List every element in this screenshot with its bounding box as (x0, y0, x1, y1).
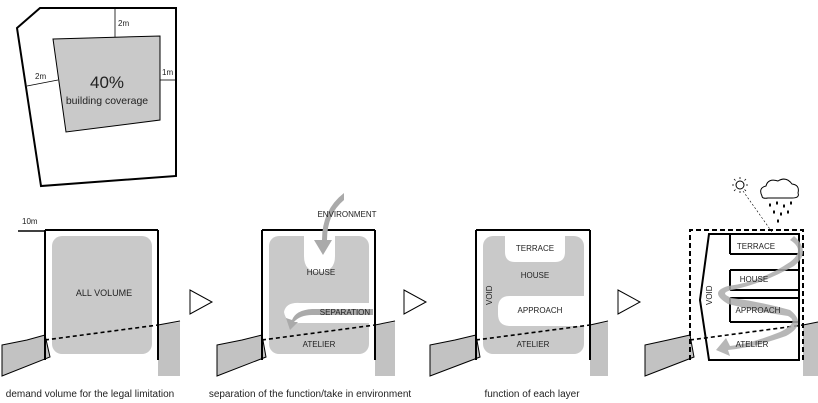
void-label: VOID (705, 285, 714, 305)
all-volume-mass (52, 236, 152, 354)
separation-label: SEPARATION (320, 308, 371, 317)
coverage-percent: 40% (90, 73, 124, 92)
envelope-dashed (689, 229, 804, 360)
ground-left (1, 334, 51, 377)
ground-left (644, 334, 695, 377)
atelier-label: ATELIER (517, 340, 550, 349)
panel-3: TERRACE HOUSE APPROACH ATELIER VOID func… (429, 229, 609, 400)
ground-line-right (802, 321, 818, 326)
terrace-label: TERRACE (516, 244, 554, 253)
caption-3: function of each layer (484, 389, 580, 400)
panel-1: 10m ALL VOLUME demand volume for the leg… (1, 217, 181, 400)
ground-line-right (374, 320, 396, 326)
ground-line-dashed (261, 324, 376, 341)
house-label: HOUSE (521, 271, 549, 280)
caption-1: demand volume for the legal limitation (6, 389, 174, 400)
separation-arrow-icon (286, 309, 373, 330)
void-label: VOID (485, 285, 494, 305)
ground-right (590, 322, 608, 376)
site-plan: 2m 2m 1m 40% building coverage (15, 7, 177, 188)
dim-left-label: 2m (35, 72, 46, 81)
environment-label: ENVIRONMENT (317, 210, 376, 219)
building-footprint (52, 35, 161, 133)
house-label: HOUSE (740, 275, 768, 284)
environment-arrow-icon (314, 193, 344, 255)
atelier-label: ATELIER (736, 340, 769, 349)
approach-cut (498, 296, 584, 326)
ground-right (803, 322, 818, 376)
rain-cloud-icon (760, 178, 799, 223)
play-arrow-icon (617, 289, 642, 315)
house-label: HOUSE (307, 268, 335, 277)
play-arrow-icon (189, 289, 214, 315)
ground-line-right (589, 320, 609, 326)
ground-line-dashed (44, 324, 159, 341)
caption-2: separation of the function/take in envir… (209, 389, 412, 400)
ground-right (375, 322, 395, 376)
airflow-arrow-icon (716, 236, 803, 356)
sun-icon (732, 177, 773, 233)
play-arrow-icon (403, 289, 428, 315)
dim-line-left (26, 79, 59, 87)
dim-top-label: 2m (118, 19, 129, 28)
dim-right-label: 1m (162, 68, 173, 77)
ground-left (429, 334, 481, 377)
panel-2: ENVIRONMENT HOUSE SEPARATION ATELIER sep… (209, 193, 412, 400)
ground-line-dashed (689, 324, 804, 341)
terrace-cut (505, 236, 565, 262)
all-volume-label: ALL VOLUME (76, 288, 132, 298)
ground-line-dashed (475, 324, 591, 341)
ground-line-right (157, 320, 181, 326)
panel-4: TERRACE HOUSE APPROACH ATELIER VOID (644, 177, 818, 377)
ground-left (216, 334, 267, 377)
coverage-label: building coverage (66, 95, 148, 107)
terrace-label: TERRACE (737, 242, 775, 251)
atelier-label: ATELIER (303, 340, 336, 349)
scale-label: 10m (22, 217, 38, 226)
approach-label: APPROACH (736, 306, 781, 315)
approach-label: APPROACH (518, 306, 563, 315)
ground-right (158, 322, 180, 376)
